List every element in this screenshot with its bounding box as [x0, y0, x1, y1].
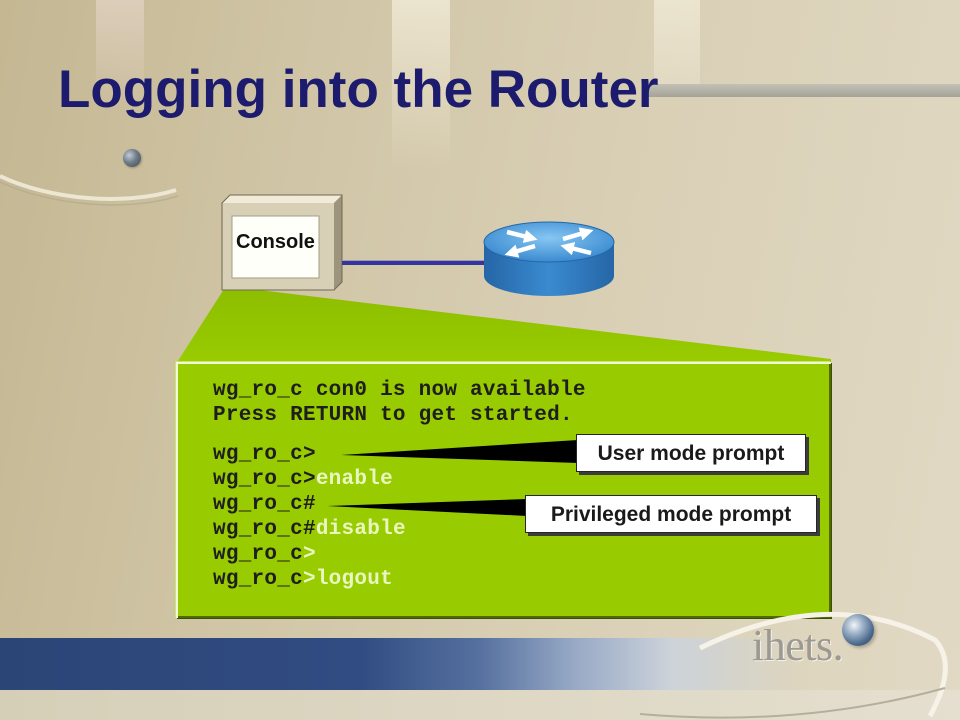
logo-ball [842, 614, 874, 646]
user-mode-callout: User mode prompt [576, 434, 806, 472]
console-icon [221, 194, 343, 291]
zoom-wedge-shape [176, 286, 831, 364]
privileged-mode-callout-label: Privileged mode prompt [550, 502, 792, 526]
terminal-line: wg_ro_c con0 is now available [213, 378, 586, 403]
logo-swoosh-light [698, 611, 948, 718]
router-arrow-out-icon [562, 227, 594, 242]
decor-ball [123, 149, 141, 167]
terminal-typed-text: >logout [302, 568, 393, 591]
terminal-output-text: Press RETURN to get started. [213, 404, 573, 427]
terminal-session: wg_ro_c> wg_ro_c>enable wg_ro_c# wg_ro_c… [213, 442, 406, 592]
terminal-banner: wg_ro_c con0 is now available Press RETU… [213, 378, 586, 428]
terminal-typed-text: > [302, 543, 316, 566]
console-cable [342, 261, 486, 265]
terminal-line: wg_ro_c>enable [213, 467, 406, 492]
router-arrow-in-icon [560, 242, 592, 256]
decor-arc-top-left-shadow [0, 181, 179, 206]
terminal-window: wg_ro_c con0 is now available Press RETU… [176, 362, 831, 618]
terminal-output-text: wg_ro_c> [213, 468, 316, 491]
console-screen [231, 215, 320, 279]
terminal-output-text: wg_ro_c con0 is now available [213, 379, 586, 402]
footer-bar [0, 638, 800, 690]
terminal-output-text: wg_ro_c> [213, 443, 316, 466]
terminal-line: wg_ro_c> [213, 542, 406, 567]
terminal-line: wg_ro_c# [213, 492, 406, 517]
terminal-line: wg_ro_c> [213, 442, 406, 467]
console-side-face [334, 195, 342, 290]
privileged-mode-pointer [327, 499, 527, 516]
user-mode-pointer [341, 440, 578, 463]
router-icon [483, 221, 615, 296]
user-mode-callout-label: User mode prompt [597, 441, 785, 465]
slide-title: Logging into the Router [58, 60, 659, 119]
terminal-output-text: wg_ro_c [213, 568, 303, 591]
logo-text: ihets. [752, 621, 844, 670]
decor-horizontal-bar [648, 84, 960, 97]
terminal-output-text: wg_ro_c [213, 543, 303, 566]
terminal-line: wg_ro_c>logout [213, 567, 406, 592]
terminal-typed-text: enable [315, 468, 393, 491]
decor-band-middle [392, 0, 450, 170]
console-outline [221, 194, 343, 291]
terminal-output-text: wg_ro_c# [213, 493, 316, 516]
terminal-output-text: wg_ro_c# [213, 518, 316, 541]
console-label: Console [236, 231, 315, 253]
privileged-mode-callout: Privileged mode prompt [525, 495, 817, 533]
decor-band-right [654, 0, 700, 84]
console-device: Console [220, 192, 345, 292]
console-top-face [222, 195, 342, 203]
terminal-line: wg_ro_c#disable [213, 517, 406, 542]
logo-swoosh-dark [639, 687, 946, 719]
terminal-typed-text: disable [315, 518, 406, 541]
router-arrow-in-icon [506, 229, 538, 243]
decor-band-left [96, 0, 144, 110]
terminal-line: Press RETURN to get started. [213, 403, 586, 428]
router-arrow-out-icon [504, 243, 536, 258]
decor-arc-top-left [0, 174, 177, 201]
